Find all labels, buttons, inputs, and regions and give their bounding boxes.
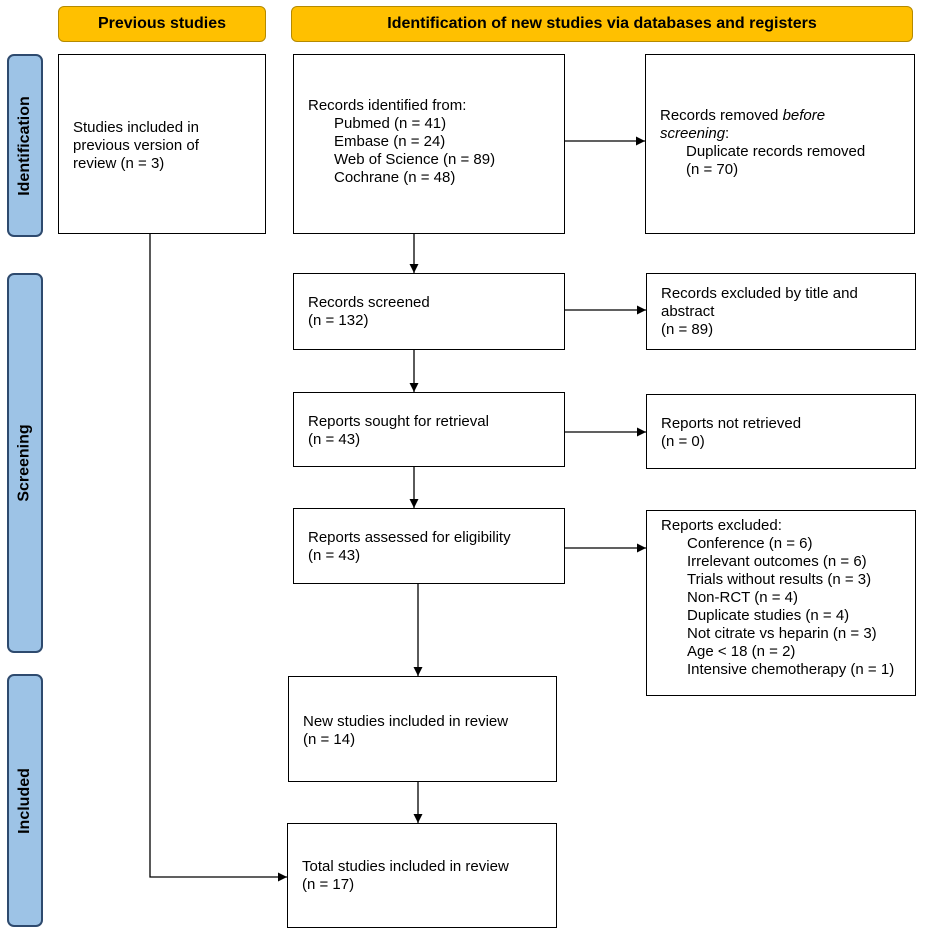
records-removed-line-1: Records removed before bbox=[660, 107, 906, 125]
records-removed-screening: screening bbox=[660, 125, 726, 142]
previous-line-2: previous version of bbox=[73, 137, 199, 154]
excluded-reason-duplicate-studies: Duplicate studies (n = 4) bbox=[687, 607, 850, 624]
arrow-previous-to-total bbox=[149, 234, 287, 882]
records-identified-box: Records identified from: Pubmed (n = 41)… bbox=[293, 54, 565, 234]
source-web-of-science: Web of Science (n = 89) bbox=[334, 151, 496, 168]
source-embase: Embase (n = 24) bbox=[334, 133, 446, 150]
reports-sought-title: Reports sought for retrieval bbox=[308, 413, 489, 430]
source-cochrane: Cochrane (n = 48) bbox=[334, 169, 456, 186]
reports-excluded-box: Reports excluded: Conference (n = 6) Irr… bbox=[646, 510, 916, 696]
new-studies-title: New studies included in review bbox=[303, 713, 509, 730]
header-previous-studies: Previous studies bbox=[58, 6, 266, 42]
previous-line-1: Studies included in bbox=[73, 119, 199, 136]
records-screened-box: Records screened (n = 132) bbox=[293, 273, 565, 350]
records-removed-colon: : bbox=[725, 125, 730, 142]
phase-included: Included bbox=[7, 674, 43, 927]
previous-line-3: review (n = 3) bbox=[73, 155, 165, 172]
records-removed-box: Records removed before screening: Duplic… bbox=[645, 54, 915, 234]
records-excluded-line-1: Records excluded by title and bbox=[661, 285, 858, 302]
reports-not-retrieved-box: Reports not retrieved (n = 0) bbox=[646, 394, 916, 469]
reports-not-retrieved-count: (n = 0) bbox=[661, 433, 705, 450]
records-excluded-count: (n = 89) bbox=[661, 321, 714, 338]
header-new-studies: Identification of new studies via databa… bbox=[291, 6, 913, 42]
excluded-reason-conference: Conference (n = 6) bbox=[687, 535, 813, 552]
duplicate-records-label: Duplicate records removed bbox=[686, 143, 866, 160]
records-excluded-line-2: abstract bbox=[661, 303, 715, 320]
reports-assessed-count: (n = 43) bbox=[308, 547, 361, 564]
reports-not-retrieved-title: Reports not retrieved bbox=[661, 415, 802, 432]
previous-studies-box: Studies included in previous version of … bbox=[58, 54, 266, 234]
records-identified-title: Records identified from: bbox=[308, 97, 467, 114]
duplicate-records-count: (n = 70) bbox=[686, 161, 739, 178]
records-screened-count: (n = 132) bbox=[308, 312, 369, 329]
phase-screening: Screening bbox=[7, 273, 43, 653]
reports-assessed-box: Reports assessed for eligibility (n = 43… bbox=[293, 508, 565, 584]
reports-sought-box: Reports sought for retrieval (n = 43) bbox=[293, 392, 565, 467]
records-screened-title: Records screened bbox=[308, 294, 430, 311]
total-studies-title: Total studies included in review bbox=[302, 858, 509, 875]
records-excluded-box: Records excluded by title and abstract (… bbox=[646, 273, 916, 350]
total-studies-count: (n = 17) bbox=[302, 876, 355, 893]
excluded-reason-intensive-chemotherapy: Intensive chemotherapy (n = 1) bbox=[687, 661, 895, 678]
new-studies-box: New studies included in review (n = 14) bbox=[288, 676, 557, 782]
reports-assessed-title: Reports assessed for eligibility bbox=[308, 529, 511, 546]
records-removed-before: before bbox=[782, 107, 826, 124]
excluded-reason-non-rct: Non-RCT (n = 4) bbox=[687, 589, 799, 606]
reports-excluded-title: Reports excluded: bbox=[661, 517, 782, 534]
total-studies-box: Total studies included in review (n = 17… bbox=[287, 823, 557, 928]
records-removed-line-2: screening: bbox=[660, 125, 906, 143]
excluded-reason-irrelevant-outcomes: Irrelevant outcomes (n = 6) bbox=[687, 553, 867, 570]
reports-sought-count: (n = 43) bbox=[308, 431, 361, 448]
phase-identification: Identification bbox=[7, 54, 43, 237]
excluded-reason-trials-without-results: Trials without results (n = 3) bbox=[687, 571, 872, 588]
new-studies-count: (n = 14) bbox=[303, 731, 356, 748]
excluded-reason-age: Age < 18 (n = 2) bbox=[687, 643, 796, 660]
excluded-reason-not-citrate-vs-heparin: Not citrate vs heparin (n = 3) bbox=[687, 625, 877, 642]
records-removed-prefix: Records removed bbox=[660, 107, 783, 124]
source-pubmed: Pubmed (n = 41) bbox=[334, 115, 447, 132]
